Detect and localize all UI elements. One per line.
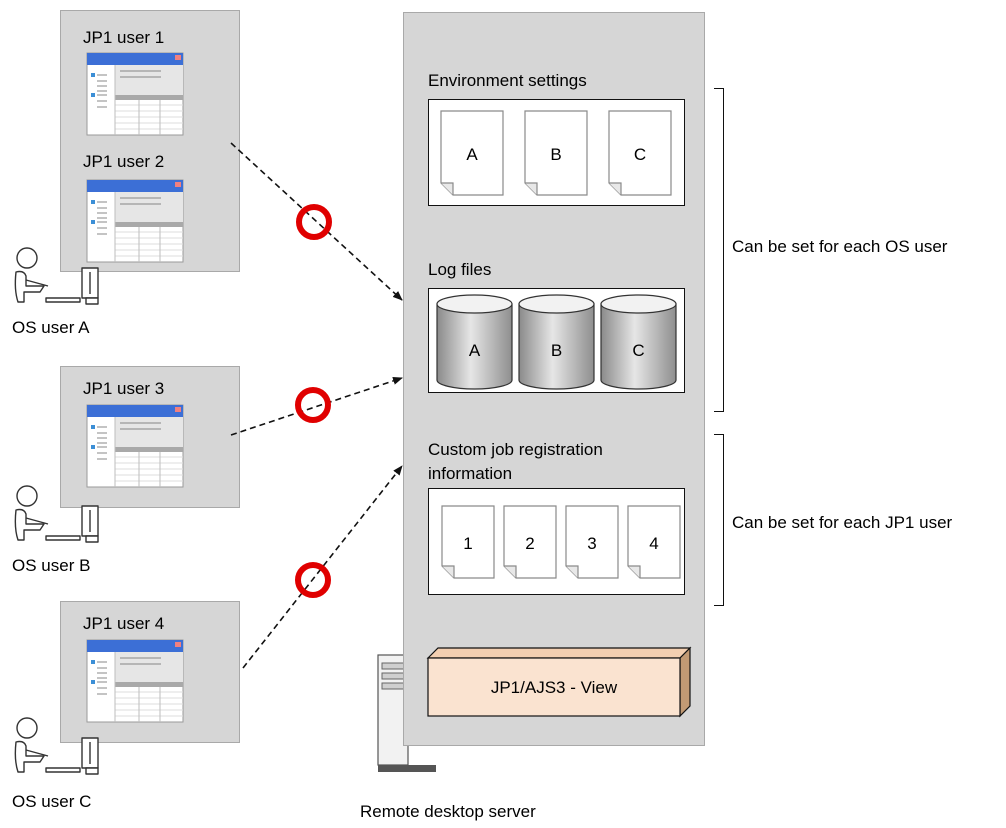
environment-settings-files: A B C: [440, 110, 672, 196]
jp1-user-3-label: JP1 user 3: [83, 379, 165, 398]
os-user-scope-note: Can be set for each OS user: [732, 237, 948, 256]
svg-text:A: A: [469, 341, 481, 360]
os-user-a-icon: [14, 247, 99, 305]
jp1-user-2-window-thumbnail: [86, 179, 184, 263]
log-files-title: Log files: [428, 260, 492, 279]
connection-arrow-os-user-b: [230, 377, 403, 436]
os-user-a-label: OS user A: [12, 318, 90, 337]
svg-text:2: 2: [525, 534, 534, 553]
svg-text:B: B: [550, 145, 561, 164]
remote-desktop-server-caption: Remote desktop server: [360, 802, 536, 821]
log-files-cylinders: A B C: [436, 294, 677, 390]
custom-job-title-line1: Custom job registration: [428, 440, 603, 459]
environment-settings-title: Environment settings: [428, 71, 587, 90]
os-user-c-icon: [14, 717, 99, 775]
svg-text:3: 3: [587, 534, 596, 553]
custom-job-files: 1 2 3 4: [441, 505, 681, 579]
custom-job-title-line2: information: [428, 464, 513, 483]
jp1-user-3-window-thumbnail: [86, 404, 184, 488]
svg-text:C: C: [632, 341, 644, 360]
svg-text:B: B: [551, 341, 562, 360]
allowed-circle-icon: [296, 204, 332, 240]
jp1-user-4-window-thumbnail: [86, 639, 184, 723]
os-user-b-label: OS user B: [12, 556, 91, 575]
os-user-c-label: OS user C: [12, 792, 92, 811]
jp1-user-scope-note: Can be set for each JP1 user: [732, 513, 953, 532]
os-user-b-icon: [14, 485, 99, 543]
jp1-user-scope-bracket: [714, 434, 724, 606]
connection-arrow-os-user-c: [242, 465, 403, 669]
jp1-ajs3-view-box: [426, 646, 692, 718]
svg-text:C: C: [634, 145, 646, 164]
allowed-circle-icon: [295, 562, 331, 598]
svg-text:1: 1: [463, 534, 472, 553]
connection-arrow-os-user-a: [230, 142, 403, 301]
svg-text:4: 4: [649, 534, 658, 553]
jp1-user-1-label: JP1 user 1: [83, 28, 165, 47]
svg-text:A: A: [466, 145, 478, 164]
jp1-user-2-label: JP1 user 2: [83, 152, 165, 171]
allowed-circle-icon: [295, 387, 331, 423]
os-user-scope-bracket: [714, 88, 724, 412]
jp1-user-4-label: JP1 user 4: [83, 614, 165, 633]
jp1-ajs3-view-label: JP1/AJS3 - View: [490, 678, 618, 697]
jp1-user-1-window-thumbnail: [86, 52, 184, 136]
